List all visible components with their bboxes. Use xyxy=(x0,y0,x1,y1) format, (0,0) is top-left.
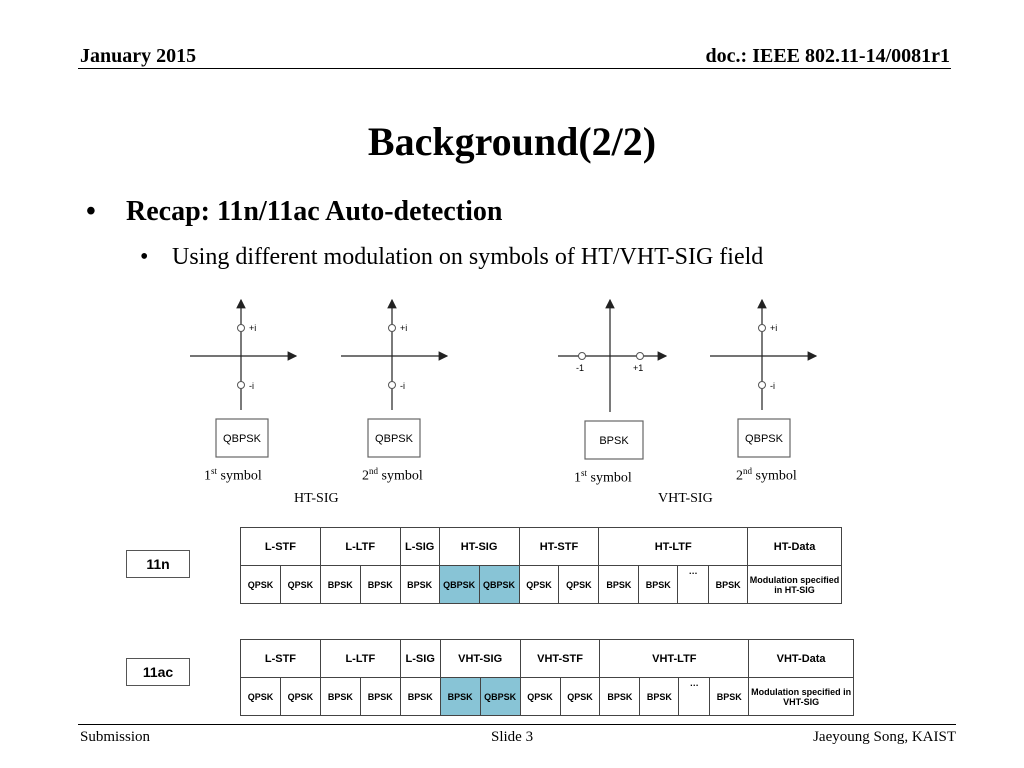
frame-table-11n: L-STF L-LTF L-SIG HT-SIG HT-STF HT-LTF H… xyxy=(240,527,842,604)
symbol-label-ht-1: 1st symbol xyxy=(204,466,262,484)
field-cell: L-SIG xyxy=(399,639,441,678)
field-cell: L-STF xyxy=(240,527,321,566)
field-cell: L-LTF xyxy=(319,639,401,678)
slide-title: Background(2/2) xyxy=(367,119,657,164)
footer-submission: Submission xyxy=(80,729,151,745)
field-cell: HT-LTF xyxy=(598,527,749,566)
mod-box-label: BPSK xyxy=(599,435,629,447)
mod-cell-highlighted: BPSK xyxy=(439,677,481,716)
mod-cell: BPSK xyxy=(399,565,440,604)
group-label-vht-sig: VHT-SIG xyxy=(658,491,713,506)
label-minus-i: -i xyxy=(400,381,405,391)
frame-tag-11n: 11n xyxy=(126,550,190,578)
symbol-label-vht-1: 1st symbol xyxy=(574,468,632,486)
mod-cell: BPSK xyxy=(319,677,361,716)
label-plus-i: +i xyxy=(249,323,256,333)
mod-box-label: QBPSK xyxy=(223,433,262,445)
constellation-vht-sym2: +i -i xyxy=(710,298,818,410)
header-rule xyxy=(78,68,951,69)
label-minus-i: -i xyxy=(770,381,775,391)
field-cell: HT-SIG xyxy=(438,527,520,566)
mod-box-ht-sym2: QBPSK xyxy=(367,418,421,458)
bullet-glyph: • xyxy=(140,244,149,270)
constellation-ht-sym1: +i -i xyxy=(190,298,298,410)
bullet-text: Using different modulation on symbols of… xyxy=(172,244,764,270)
header-doc-id: doc.: IEEE 802.11-14/0081r1 xyxy=(705,45,950,67)
field-cell: L-SIG xyxy=(399,527,440,566)
footer-author: Jaeyoung Song, KAIST xyxy=(813,729,956,745)
label-plus-i: +i xyxy=(770,323,777,333)
label-minus-1: -1 xyxy=(576,363,584,373)
mod-cell: QPSK xyxy=(518,565,560,604)
footer-slide-number: Slide 3 xyxy=(491,729,534,745)
field-cell: VHT-SIG xyxy=(439,639,521,678)
mod-box-label: QBPSK xyxy=(745,433,784,445)
label-plus-i: +i xyxy=(400,323,407,333)
mod-cell: BPSK xyxy=(319,565,361,604)
data-mod-cell: Modulation specified in VHT-SIG xyxy=(748,677,854,716)
mod-box-vht-sym2: QBPSK xyxy=(737,418,791,458)
mod-cell: QPSK xyxy=(279,565,321,604)
mod-cell: QPSK xyxy=(558,565,600,604)
group-label-ht-sig: HT-SIG xyxy=(294,491,339,506)
mod-cell: QPSK xyxy=(240,565,281,604)
mod-cell: QPSK xyxy=(559,677,601,716)
mod-cell: BPSK xyxy=(708,565,749,604)
bullet-level2: • Using different modulation on symbols … xyxy=(140,244,763,271)
mod-cell-highlighted: QBPSK xyxy=(438,565,480,604)
frame-tag-11ac: 11ac xyxy=(126,658,190,686)
mod-cell: BPSK xyxy=(639,677,680,716)
data-mod-cell: Modulation specified in HT-SIG xyxy=(747,565,842,604)
field-cell: HT-STF xyxy=(518,527,600,566)
mod-cell: QPSK xyxy=(279,677,321,716)
field-cell: L-STF xyxy=(240,639,321,678)
mod-cell: BPSK xyxy=(709,677,750,716)
label-plus-1: +1 xyxy=(633,363,643,373)
mod-cell: BPSK xyxy=(359,677,401,716)
mod-cell: QPSK xyxy=(240,677,281,716)
mod-cell: BPSK xyxy=(638,565,679,604)
frame-table-11ac: L-STF L-LTF L-SIG VHT-SIG VHT-STF VHT-LT… xyxy=(240,639,854,716)
symbol-label-ht-2: 2nd symbol xyxy=(362,466,423,484)
constellation-ht-sym2: +i -i xyxy=(341,298,449,410)
constellation-vht-sym1: -1 +1 xyxy=(558,298,668,412)
field-cell: HT-Data xyxy=(747,527,842,566)
mod-cell-highlighted: QBPSK xyxy=(479,677,521,716)
field-cell: VHT-Data xyxy=(748,639,854,678)
mod-cell-highlighted: QBPSK xyxy=(478,565,520,604)
mod-cell: BPSK xyxy=(598,565,640,604)
field-cell: VHT-LTF xyxy=(599,639,750,678)
mod-box-ht-sym1: QBPSK xyxy=(215,418,269,458)
footer-rule xyxy=(78,724,956,725)
mod-cell: BPSK xyxy=(399,677,441,716)
field-cell: VHT-STF xyxy=(519,639,601,678)
mod-cell: QPSK xyxy=(519,677,561,716)
header-date: January 2015 xyxy=(80,45,197,67)
mod-box-label: QBPSK xyxy=(375,433,414,445)
mod-cell: BPSK xyxy=(359,565,401,604)
constellation-diagrams: +i -i +i -i -1 +1 +i -i QBPSK QBPSK xyxy=(190,298,818,460)
label-minus-i: -i xyxy=(249,381,254,391)
mod-cell-ellipsis: … xyxy=(678,677,711,716)
mod-box-vht-sym1: BPSK xyxy=(584,420,644,460)
mod-cell-ellipsis: … xyxy=(677,565,710,604)
mod-cell: BPSK xyxy=(599,677,641,716)
bullet-glyph: • xyxy=(86,196,96,227)
field-cell: L-LTF xyxy=(319,527,401,566)
bullet-text: Recap: 11n/11ac Auto-detection xyxy=(126,196,503,227)
symbol-label-vht-2: 2nd symbol xyxy=(736,466,797,484)
